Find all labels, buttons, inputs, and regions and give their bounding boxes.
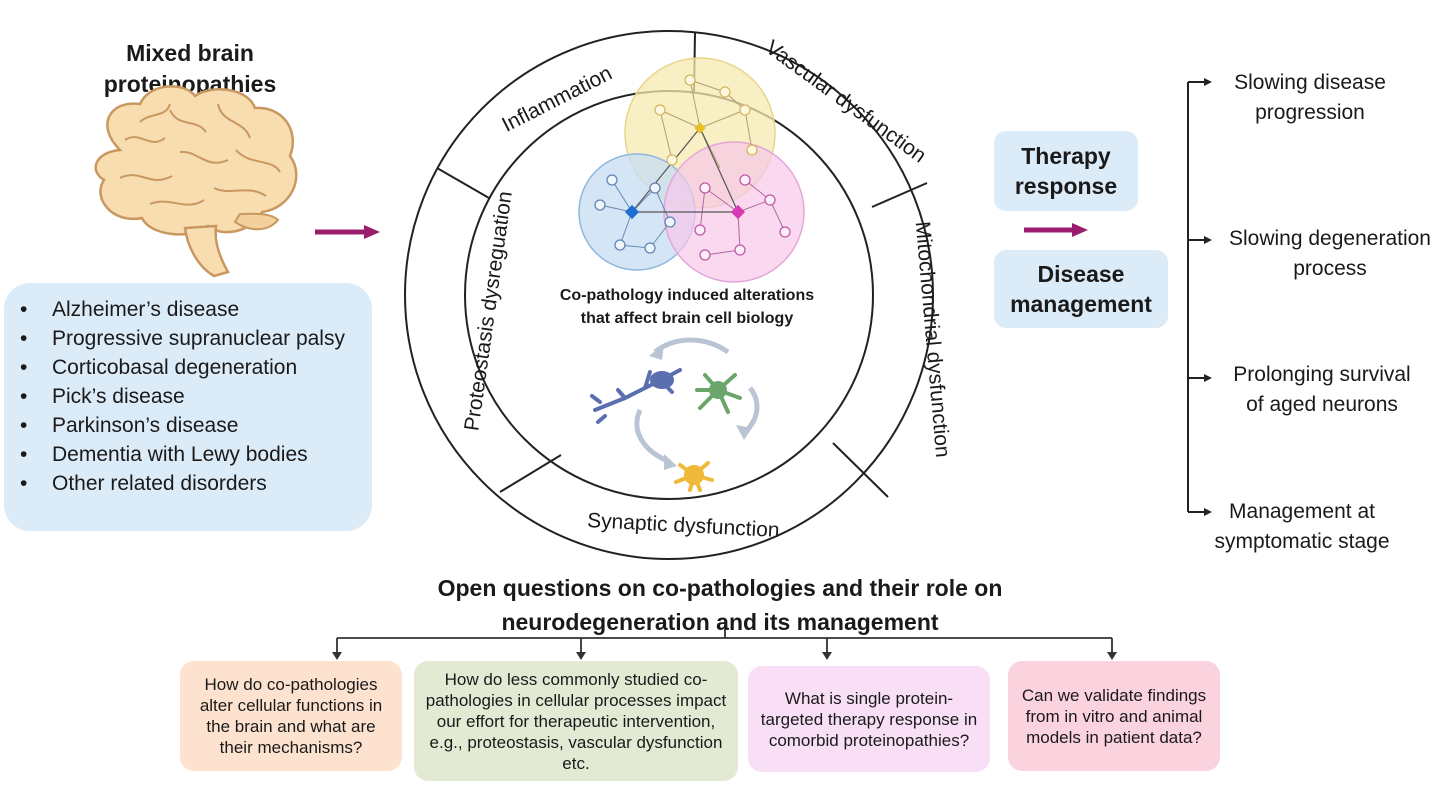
right-arrow [1024,223,1088,237]
brain-cell-cycle [590,337,760,492]
disease-item: •Corticobasal degeneration [20,356,298,379]
co-pathology-network [578,57,805,283]
disease-item: •Pick’s disease [20,385,185,408]
question-tree [332,628,1117,660]
disease-management-box: Disease management [994,250,1168,328]
disease-item: •Other related disorders [20,472,267,495]
disease-item: •Alzheimer’s disease [20,298,240,321]
center-text-line1: Co-pathology induced alterations [560,287,814,304]
question-box-validation: Can we validate findings from in vitro a… [1008,661,1220,771]
disease-item: •Dementia with Lewy bodies [20,443,308,466]
question-box-single-target: What is single protein-targeted therapy … [748,666,990,772]
disease-item: •Parkinson’s disease [20,414,239,437]
management-line1: Disease [1037,261,1125,287]
disease-list-panel: •Alzheimer’s disease •Progressive supran… [4,283,372,531]
disease-list: •Alzheimer’s disease •Progressive supran… [4,283,372,498]
question-box-mechanisms: How do co-pathologies alter cellular fun… [180,661,402,771]
brain-icon [94,85,298,278]
outcome-bracket [1187,78,1212,516]
question-box-therapeutic: How do less commonly studied co-patholog… [414,661,738,781]
disease-item: •Progressive supranuclear palsy [20,327,345,350]
therapy-line1: Therapy [1021,143,1111,169]
question-title-line2: neurodegeneration and its management [501,609,939,635]
therapy-line2: response [1014,173,1118,199]
mixed-proteinopathies-title: Mixed brain proteinopathies [60,38,320,100]
left-title-line1: Mixed brain [126,40,254,66]
management-line2: management [1010,291,1152,317]
left-arrow [315,225,380,239]
neuron-icon [590,368,682,424]
microglia-icon [695,373,742,414]
open-questions-title: Open questions on co-pathologies and the… [300,571,1140,639]
therapy-response-box: Therapy response [994,131,1138,211]
pathology-wheel [404,30,934,560]
astrocyte-icon [674,461,714,492]
center-text-line2: that affect brain cell biology [581,310,794,327]
question-title-line1: Open questions on co-pathologies and the… [437,575,1003,601]
